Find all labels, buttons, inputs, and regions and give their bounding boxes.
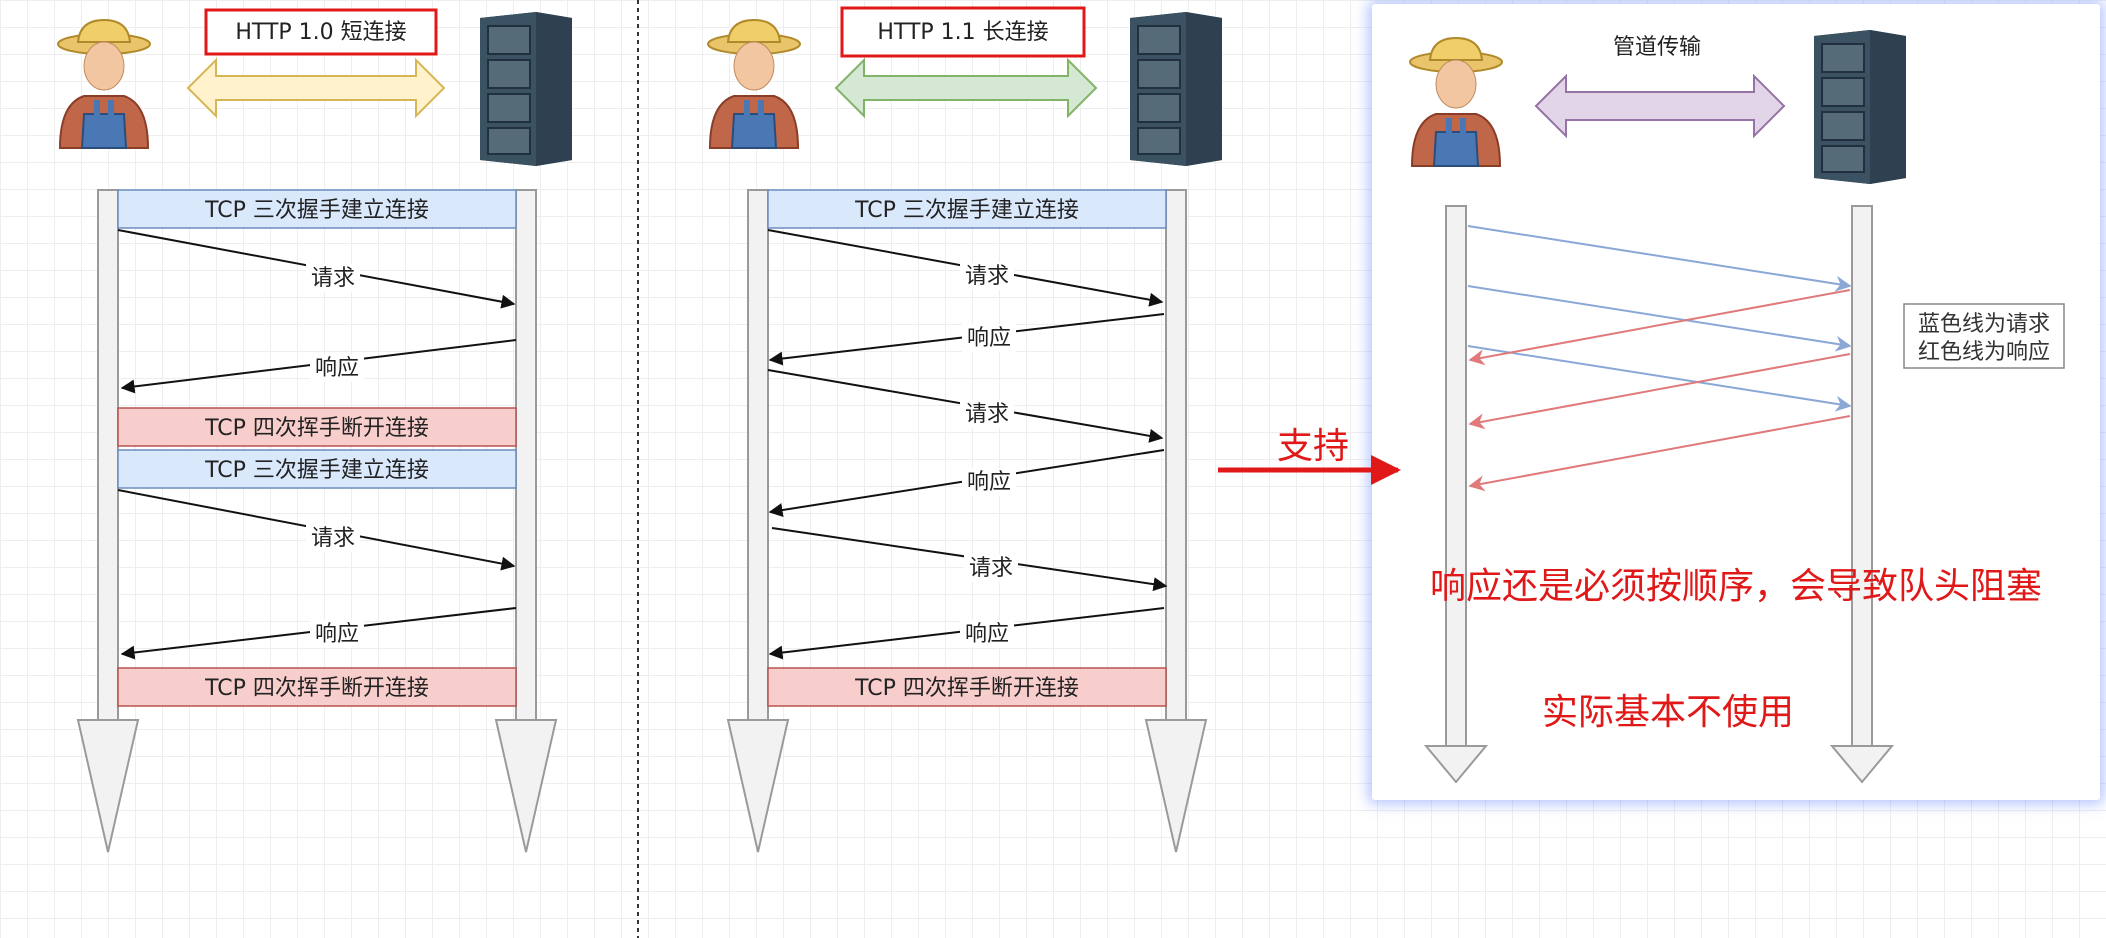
panel-http11: HTTP 1.1 长连接 TCP 三次握手建立连接 请求 响应 请求 响应 请求… (707, 6, 1223, 853)
panel2-request-label-1: 请求 (965, 264, 1009, 289)
panel2-request-label-bg-3 (964, 554, 1018, 582)
panel3-response-line-3 (1468, 415, 1851, 492)
panel2-request-label-bg-2 (960, 400, 1014, 428)
panel3-note-2: 实际基本不使用 (1542, 692, 1794, 733)
panel3-legend-line1: 蓝色线为请求 (1918, 312, 2050, 337)
panel3-legend-box (1903, 303, 2065, 369)
panel2-client-lifeline (727, 189, 789, 853)
panel1-request-label-2: 请求 (311, 526, 355, 551)
support-arrow-group: 支持 (1218, 426, 1401, 485)
panel1-close-box-1 (117, 407, 517, 447)
panel2-response-label-2: 响应 (967, 470, 1011, 495)
panel1-response-label-1: 响应 (315, 356, 359, 381)
panel1-server-lifeline (495, 189, 557, 853)
panel2-connection-arrow (834, 57, 1098, 119)
panel2-response-label-bg-3 (960, 620, 1014, 648)
panel1-handshake-label-2: TCP 三次握手建立连接 (204, 458, 429, 483)
panel2-close-box (767, 667, 1167, 707)
support-label: 支持 (1277, 426, 1349, 467)
person-icon (707, 19, 801, 149)
panel3-response-line-1 (1468, 289, 1851, 366)
panel1-client-lifeline (77, 189, 139, 853)
panel1-title-box (204, 8, 438, 56)
panel2-title-box (840, 6, 1086, 58)
person-icon (1409, 37, 1503, 167)
panel2-handshake-label: TCP 三次握手建立连接 (854, 198, 1079, 223)
panel3-response-line-2 (1468, 353, 1851, 430)
panel3-server-lifeline (1829, 205, 1895, 784)
panel2-response-label-1: 响应 (967, 326, 1011, 351)
panel2-close-label: TCP 四次挥手断开连接 (854, 676, 1079, 701)
panel-pipeline: 管道传输 蓝色线为请求 红色线为响应 响应还是必须按顺序，会导致队头阻塞 实际基… (1409, 29, 2065, 784)
server-icon (1813, 29, 1907, 185)
panel3-client-lifeline (1423, 205, 1489, 784)
panel1-handshake-label-1: TCP 三次握手建立连接 (204, 198, 429, 223)
panel2-request-label-3: 请求 (969, 556, 1013, 581)
panel1-close-box-2 (117, 667, 517, 707)
server-icon (479, 11, 573, 167)
panel3-legend-line2: 红色线为响应 (1918, 340, 2050, 365)
panel3-note-1: 响应还是必须按顺序，会导致队头阻塞 (1430, 566, 2042, 607)
panel1-request-label-bg-2 (306, 524, 360, 552)
panel3-request-line-3 (1467, 345, 1852, 412)
panel-http10: HTTP 1.0 短连接 TCP 三次握手建立连接 请求 响应 TCP 四次挥手… (57, 8, 573, 853)
panel1-close-label-2: TCP 四次挥手断开连接 (204, 676, 429, 701)
server-icon (1129, 11, 1223, 167)
panel1-request-label-1: 请求 (311, 266, 355, 291)
panel2-request-label-bg-1 (960, 262, 1014, 290)
panel1-response-label-2: 响应 (315, 622, 359, 647)
panel2-response-label-bg-1 (962, 324, 1016, 352)
panel3-request-line-2 (1467, 285, 1852, 352)
panel1-response-label-bg-2 (310, 620, 364, 648)
panel1-request-label-bg-1 (306, 264, 360, 292)
panel1-response-label-bg-1 (310, 354, 364, 382)
panel2-response-label-bg-2 (962, 468, 1016, 496)
panel1-close-label-1: TCP 四次挥手断开连接 (204, 416, 429, 441)
person-icon (57, 19, 151, 149)
panel2-response-label-3: 响应 (965, 622, 1009, 647)
panel1-connection-arrow (186, 57, 446, 119)
panel3-title: 管道传输 (1613, 35, 1701, 60)
panel1-handshake-box-1 (117, 189, 517, 229)
panel2-title: HTTP 1.1 长连接 (877, 20, 1048, 45)
panel2-request-label-2: 请求 (965, 402, 1009, 427)
panel1-title: HTTP 1.0 短连接 (235, 20, 406, 45)
panel3-connection-arrow (1534, 73, 1786, 139)
panel3-request-line-1 (1467, 225, 1852, 292)
panel2-handshake-box (767, 189, 1167, 229)
panel1-handshake-box-2 (117, 449, 517, 489)
panel2-server-lifeline (1145, 189, 1207, 853)
